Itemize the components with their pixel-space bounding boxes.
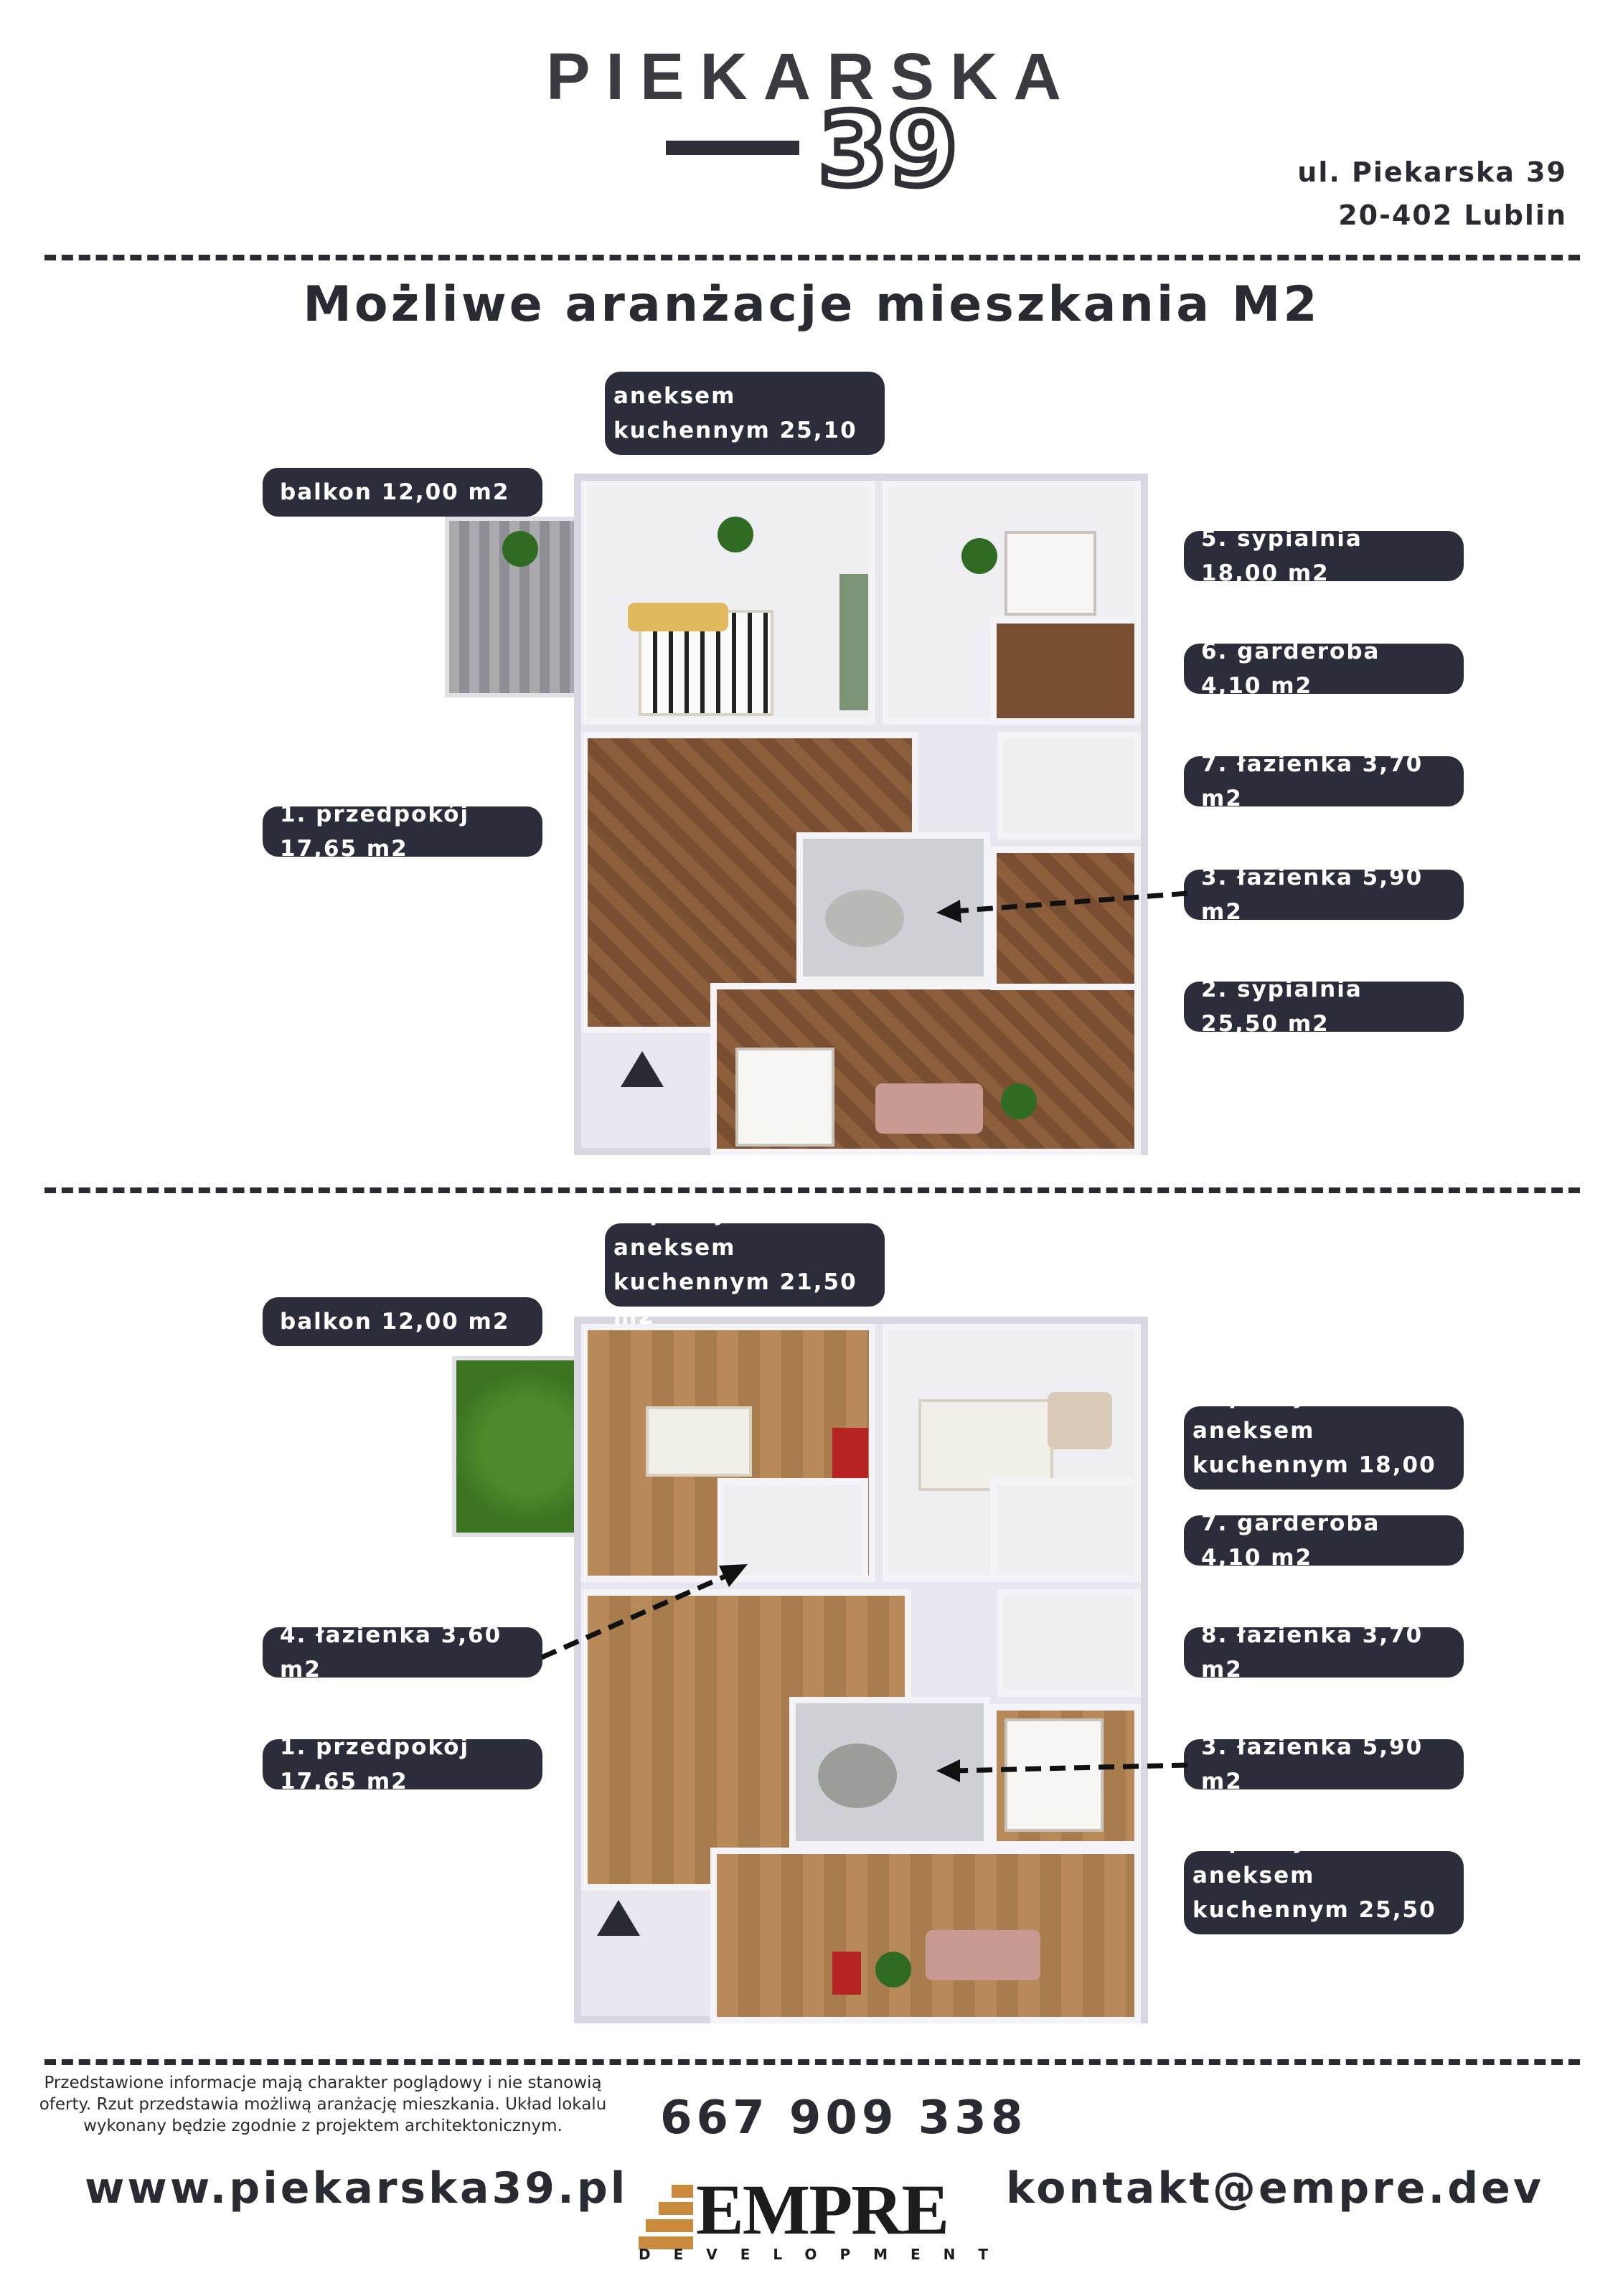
label-wardrobe-7: 7. garderoba 4,10 m2 xyxy=(1184,1510,1464,1571)
kitchen-island xyxy=(839,574,868,710)
divider-top xyxy=(44,255,1580,260)
label-line: kuchennym 18,00 m2 xyxy=(1192,1452,1436,1512)
room-bedroom-2-upper xyxy=(990,847,1141,990)
email-link[interactable]: kontakt@empre.dev xyxy=(1006,2163,1544,2213)
label-line: kuchennym 25,50 m2 xyxy=(1192,1897,1436,1957)
disclaimer-line: wykonany będzie zgodnie z projektem arch… xyxy=(83,2117,563,2135)
bed xyxy=(1005,531,1096,616)
label-line: 4. salon z aneksem xyxy=(613,349,748,409)
room-bathroom-4 xyxy=(718,1478,868,1582)
label-line: 5. pokój z aneksem xyxy=(613,1200,749,1261)
disclaimer-line: oferty. Rzut przedstawia możliwą aranżac… xyxy=(39,2095,607,2114)
dashed-arrow-icon xyxy=(936,890,1188,923)
label-bathroom-3: 3. łazienka 5,90 m2 xyxy=(1184,865,1464,925)
fridge xyxy=(832,1428,868,1478)
label-hallway: 1. przedpokój 17,65 m2 xyxy=(263,801,542,862)
sofa xyxy=(628,603,728,631)
label-bathroom-3: 3. łazienka 5,90 m2 xyxy=(1184,1734,1464,1794)
label-room-2: 2. pokój z aneksem kuchennym 25,50 m2 xyxy=(1184,1828,1464,1957)
label-line: kuchennym 21,50 m2 xyxy=(613,1269,857,1330)
label-wardrobe-6: 6. garderoba 4,10 m2 xyxy=(1184,639,1464,699)
website-link[interactable]: www.piekarska39.pl xyxy=(85,2163,629,2213)
divider-bottom xyxy=(44,2059,1580,2065)
plant-icon xyxy=(1001,1083,1037,1119)
entrance-triangle-icon xyxy=(621,1051,664,1087)
empre-logo-icon xyxy=(639,2185,693,2249)
room-bathroom-7 xyxy=(997,732,1141,839)
plant-icon xyxy=(875,1952,911,1987)
label-line: 6. pokój z aneksem xyxy=(1192,1383,1328,1444)
logo-bar xyxy=(666,141,799,155)
label-line: kuchennym 25,10 m2 xyxy=(613,418,857,478)
rug xyxy=(918,1399,1053,1491)
brand-subtitle: DEVELOPMENT xyxy=(639,2246,1012,2263)
floor-plan-2 xyxy=(431,1306,1184,2023)
sofa xyxy=(1048,1392,1112,1449)
label-bathroom-8: 8. łazienka 3,70 m2 xyxy=(1184,1622,1464,1683)
disclaimer: Przedstawione informacje mają charakter … xyxy=(29,2072,617,2137)
disclaimer-line: Przedstawione informacje mają charakter … xyxy=(44,2074,602,2092)
brand-logo: EMPRE xyxy=(696,2170,949,2249)
label-balcony: balkon 12,00 m2 xyxy=(263,468,542,517)
rug xyxy=(646,1406,752,1477)
label-line: 2. pokój z aneksem xyxy=(1192,1828,1328,1888)
logo-number: 39 xyxy=(815,92,961,209)
dashed-arrow-icon xyxy=(540,1564,748,1660)
fridge xyxy=(832,1952,861,1995)
logo-wordmark: PIEKARSKA xyxy=(546,40,1077,113)
plant-icon xyxy=(961,538,997,574)
label-bathroom-7: 7. łazienka 3,70 m2 xyxy=(1184,751,1464,811)
divider-middle xyxy=(44,1187,1580,1193)
address-city: 20-402 Lublin xyxy=(1338,199,1567,231)
entrance-triangle-icon xyxy=(597,1900,640,1936)
room-wardrobe-7 xyxy=(990,1478,1141,1582)
room-bathroom-8 xyxy=(997,1589,1141,1697)
room-wardrobe-6 xyxy=(990,617,1141,725)
dashed-arrow-icon xyxy=(936,1759,1188,1782)
floor-plan-1 xyxy=(431,459,1184,1155)
bed xyxy=(735,1048,834,1147)
label-bathroom-4: 4. łazienka 3,60 m2 xyxy=(263,1622,542,1683)
bath-rug xyxy=(818,1744,897,1808)
label-hallway: 1. przedpokój 17,65 m2 xyxy=(263,1734,542,1794)
sofa xyxy=(926,1930,1040,1980)
page-title: Możliwe aranżacje mieszkania M2 xyxy=(303,276,1320,333)
bed xyxy=(1005,1718,1104,1832)
bath-rug xyxy=(825,890,904,947)
plant-icon xyxy=(502,531,538,567)
plant-icon xyxy=(718,517,753,552)
label-balcony: balkon 12,00 m2 xyxy=(263,1297,542,1346)
phone-number[interactable]: 667 909 338 xyxy=(660,2092,1027,2145)
label-room-6: 6. pokój z aneksem kuchennym 18,00 m2 xyxy=(1184,1383,1464,1512)
label-bedroom-2: 2. sypialnia 25,50 m2 xyxy=(1184,977,1464,1037)
label-bedroom-5: 5. sypialnia 18,00 m2 xyxy=(1184,526,1464,586)
label-living-room: 4. salon z aneksem kuchennym 25,10 m2 xyxy=(605,349,885,478)
label-room-5: 5. pokój z aneksem kuchennym 21,50 m2 xyxy=(605,1200,885,1330)
address-street: ul. Piekarska 39 xyxy=(1297,156,1567,188)
sofa xyxy=(875,1083,983,1134)
